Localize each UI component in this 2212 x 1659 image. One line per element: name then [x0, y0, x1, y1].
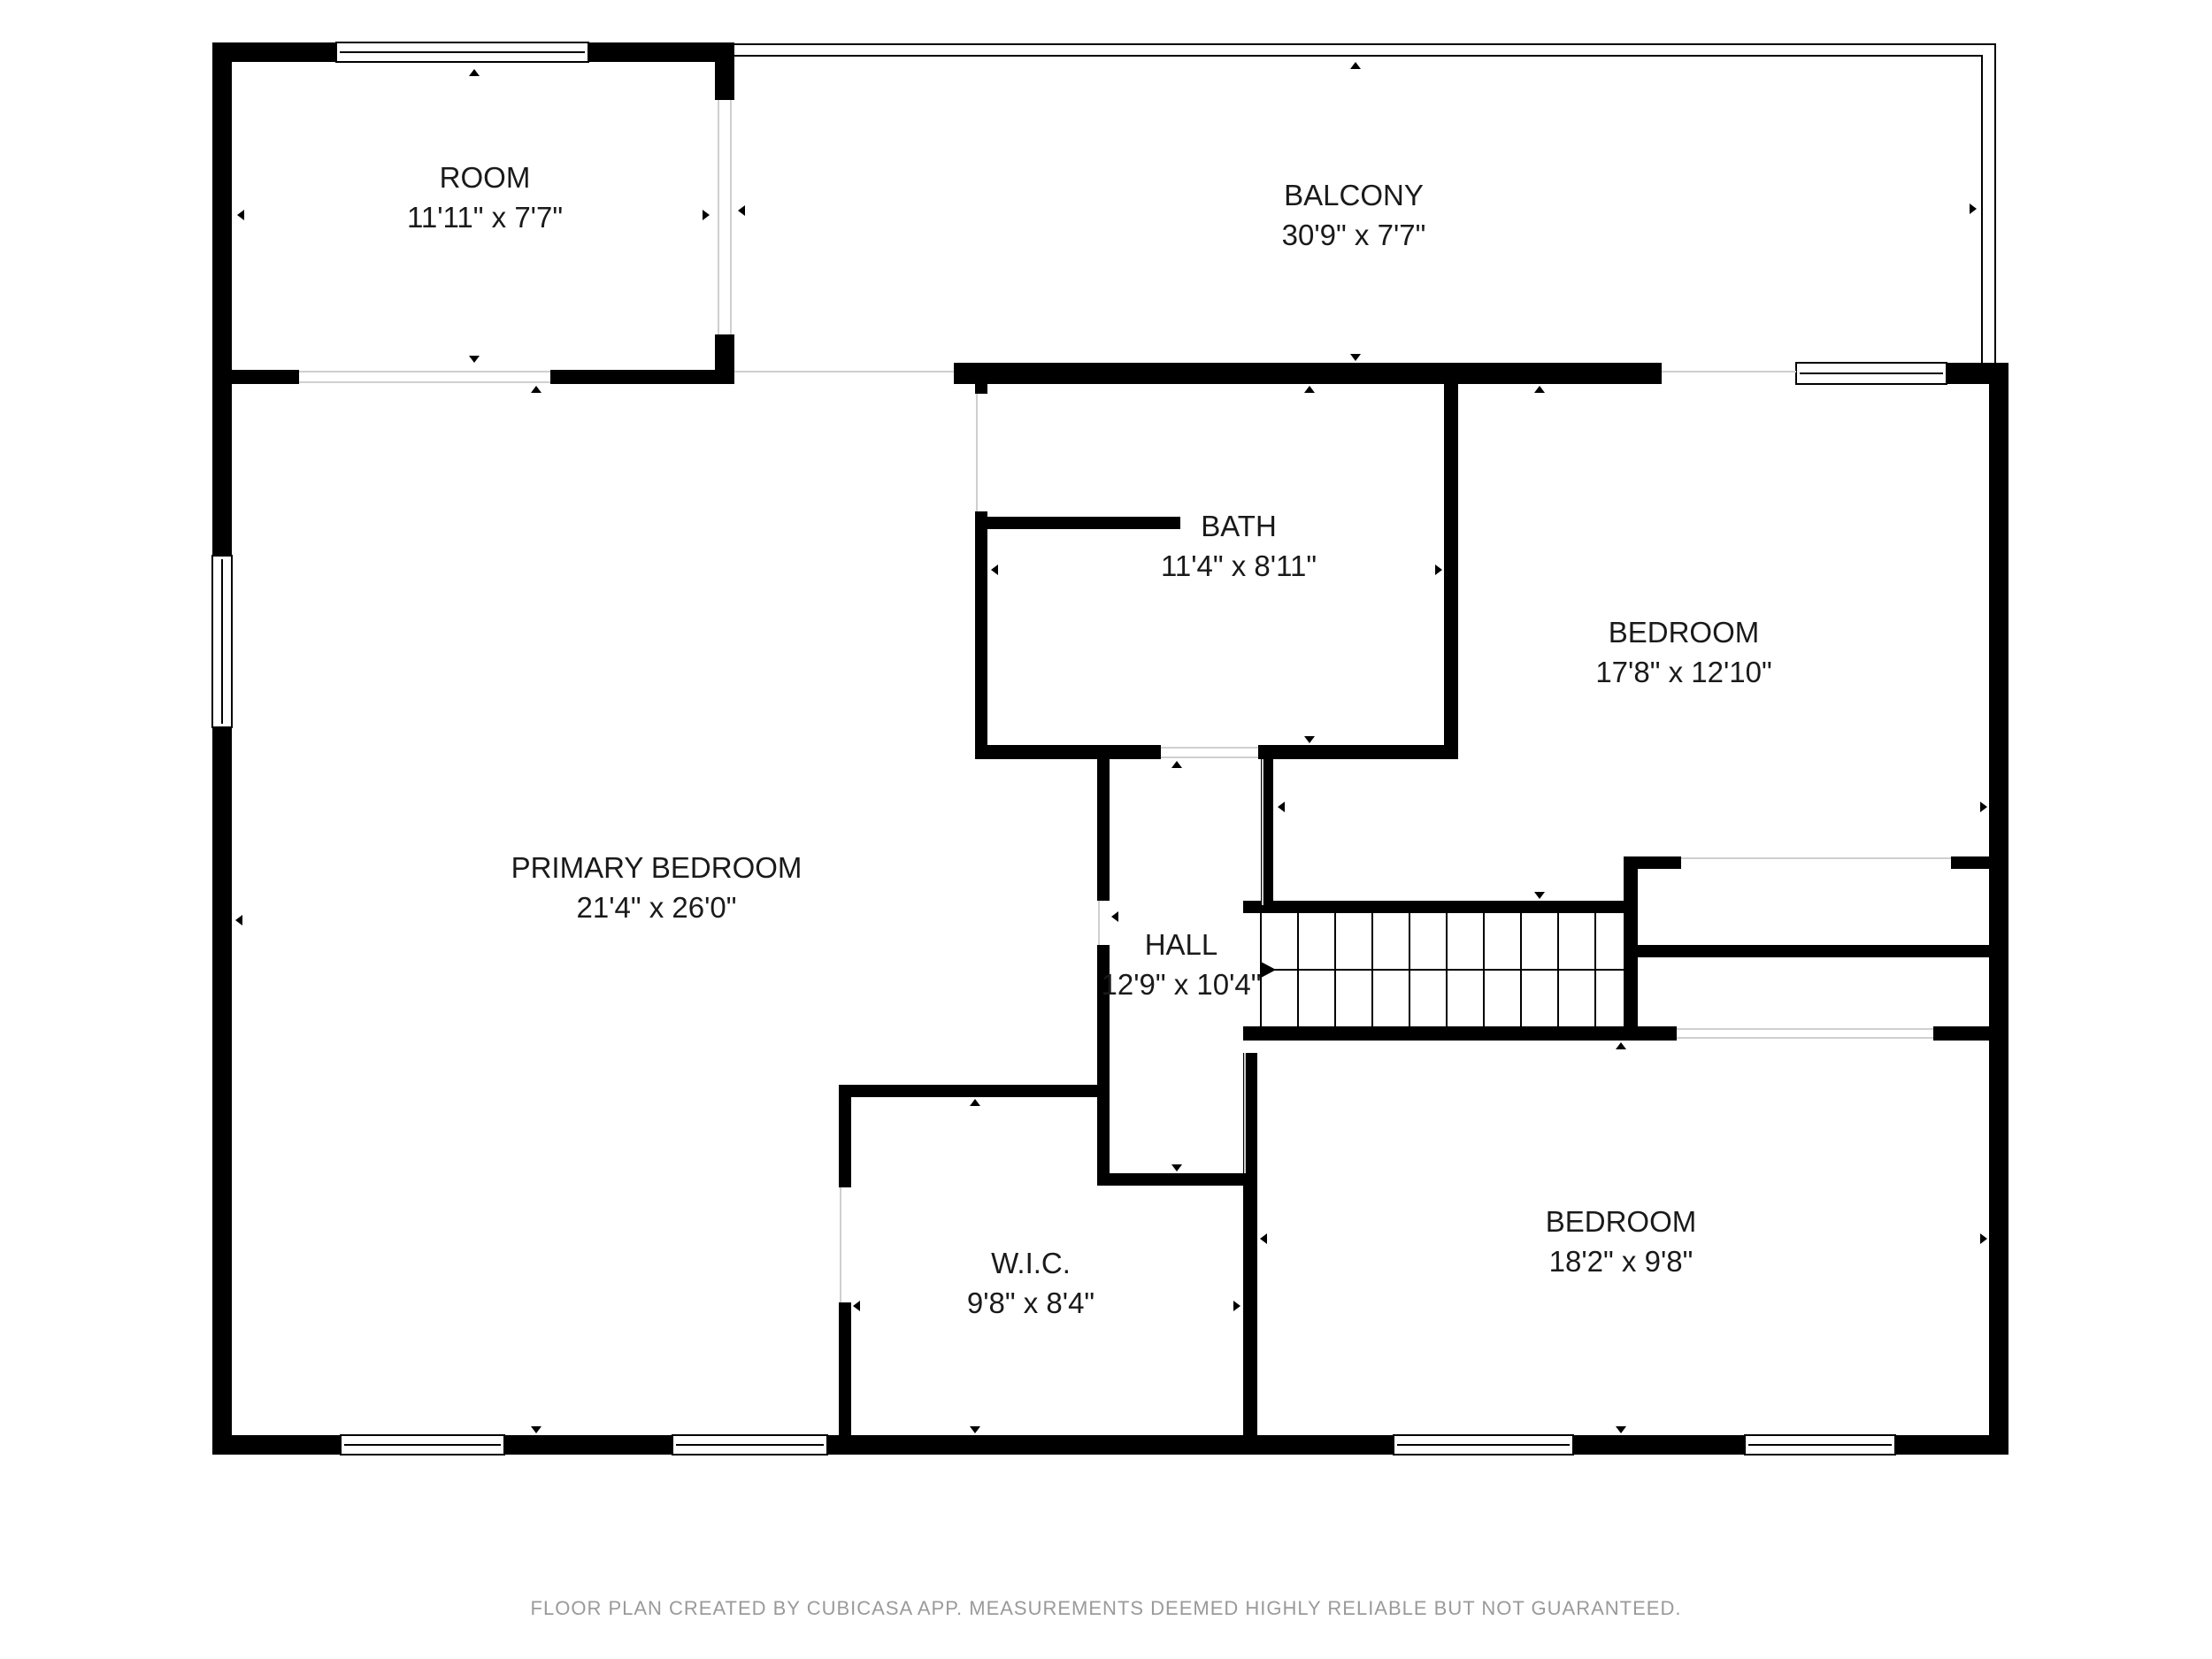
- room-name: BEDROOM: [1545, 1205, 1697, 1238]
- room-name: BEDROOM: [1608, 616, 1760, 649]
- room-size: 21'4" x 26'0": [576, 891, 737, 924]
- room-label-primary-bedroom: PRIMARY BEDROOM 21'4" x 26'0": [511, 848, 803, 927]
- room-size: 18'2" x 9'8": [1548, 1245, 1694, 1278]
- room-name: ROOM: [439, 161, 531, 194]
- room-label-bedroom-1: BEDROOM 17'8" x 12'10": [1595, 612, 1771, 692]
- room-label-bath: BATH 11'4" x 8'11": [1161, 506, 1317, 586]
- room-label-hall: HALL 12'9" x 10'4": [1102, 925, 1262, 1004]
- room-name: BALCONY: [1284, 179, 1424, 211]
- room-size: 11'11" x 7'7": [406, 201, 564, 234]
- room-size: 9'8" x 8'4": [966, 1286, 1095, 1319]
- room-label-wic: W.I.C. 9'8" x 8'4": [967, 1243, 1094, 1323]
- room-size: 12'9" x 10'4": [1101, 968, 1262, 1001]
- room-size: 30'9" x 7'7": [1281, 219, 1426, 251]
- room-name: PRIMARY BEDROOM: [511, 851, 803, 884]
- room-name: W.I.C.: [991, 1247, 1071, 1279]
- room-label-room: ROOM 11'11" x 7'7": [407, 157, 563, 237]
- stairs: [1260, 913, 1624, 1026]
- room-label-balcony: BALCONY 30'9" x 7'7": [1282, 175, 1426, 255]
- room-label-bedroom-2: BEDROOM 18'2" x 9'8": [1546, 1202, 1697, 1281]
- windows: [211, 42, 1947, 1455]
- room-size: 11'4" x 8'11": [1160, 549, 1317, 582]
- disclaimer-footer: FLOOR PLAN CREATED BY CUBICASA APP. MEAS…: [530, 1597, 1682, 1619]
- dimension-arrows: [235, 62, 1987, 1433]
- walls: [212, 42, 2008, 1455]
- door-openings: [299, 100, 1951, 1302]
- balcony-outline: [734, 43, 1996, 363]
- room-name: BATH: [1201, 510, 1277, 542]
- room-size: 17'8" x 12'10": [1595, 656, 1772, 688]
- room-name: HALL: [1144, 928, 1218, 961]
